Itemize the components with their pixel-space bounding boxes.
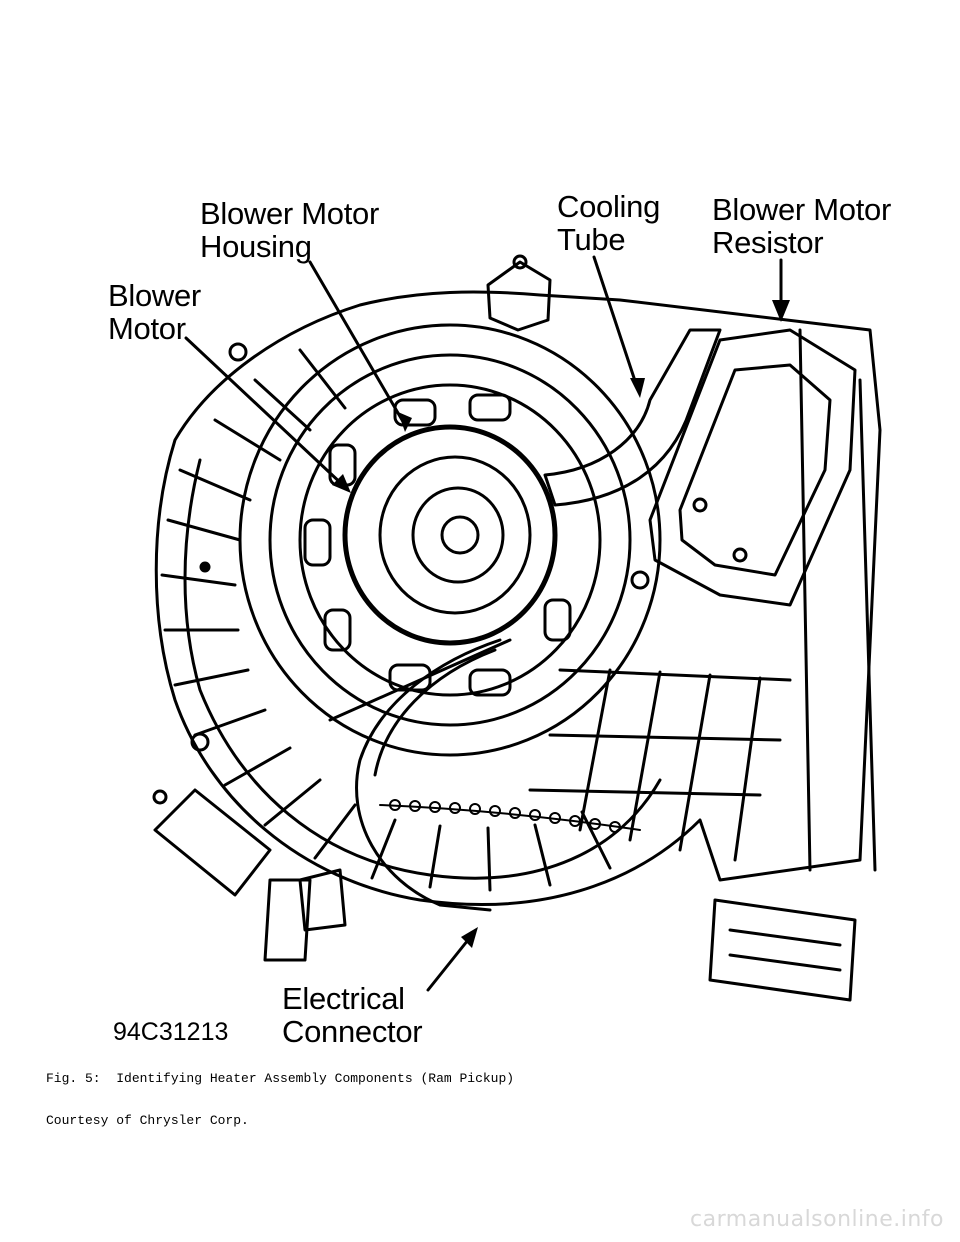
caption-title: Fig. 5: Identifying Heater Assembly Comp… bbox=[46, 1071, 515, 1086]
wiring-harness bbox=[379, 799, 641, 833]
cooling-tube bbox=[543, 328, 722, 507]
motor-wire bbox=[355, 638, 502, 912]
label-blower-motor-housing: Blower Motor Housing bbox=[200, 196, 380, 264]
watermark: carmanualsonline.info bbox=[690, 1207, 944, 1232]
top-bracket bbox=[486, 260, 552, 332]
label-cooling-tube: Cooling Tube bbox=[557, 189, 661, 257]
leader-lines bbox=[184, 255, 783, 992]
fan-grille-ring bbox=[183, 458, 662, 880]
housing-outline bbox=[154, 290, 882, 906]
caption-credit: Courtesy of Chrysler Corp. bbox=[46, 1113, 249, 1128]
label-blower-motor-resistor: Blower Motor Resistor bbox=[712, 192, 892, 260]
left-connector bbox=[153, 788, 272, 897]
fan-grille-spokes bbox=[160, 348, 612, 892]
figure-code: 94C31213 bbox=[113, 1018, 229, 1046]
label-blower-motor: Blower Motor bbox=[108, 278, 201, 346]
label-electrical-connector: Electrical Connector bbox=[282, 981, 423, 1049]
housing-ribs bbox=[528, 328, 877, 872]
motor-rings bbox=[238, 323, 662, 757]
arrowheads bbox=[332, 300, 790, 948]
resistor-plate bbox=[648, 328, 857, 607]
bottom-connector bbox=[708, 898, 857, 1002]
motor-slots bbox=[303, 393, 572, 697]
figure-caption: Fig. 5: Identifying Heater Assembly Comp… bbox=[46, 1044, 514, 1142]
